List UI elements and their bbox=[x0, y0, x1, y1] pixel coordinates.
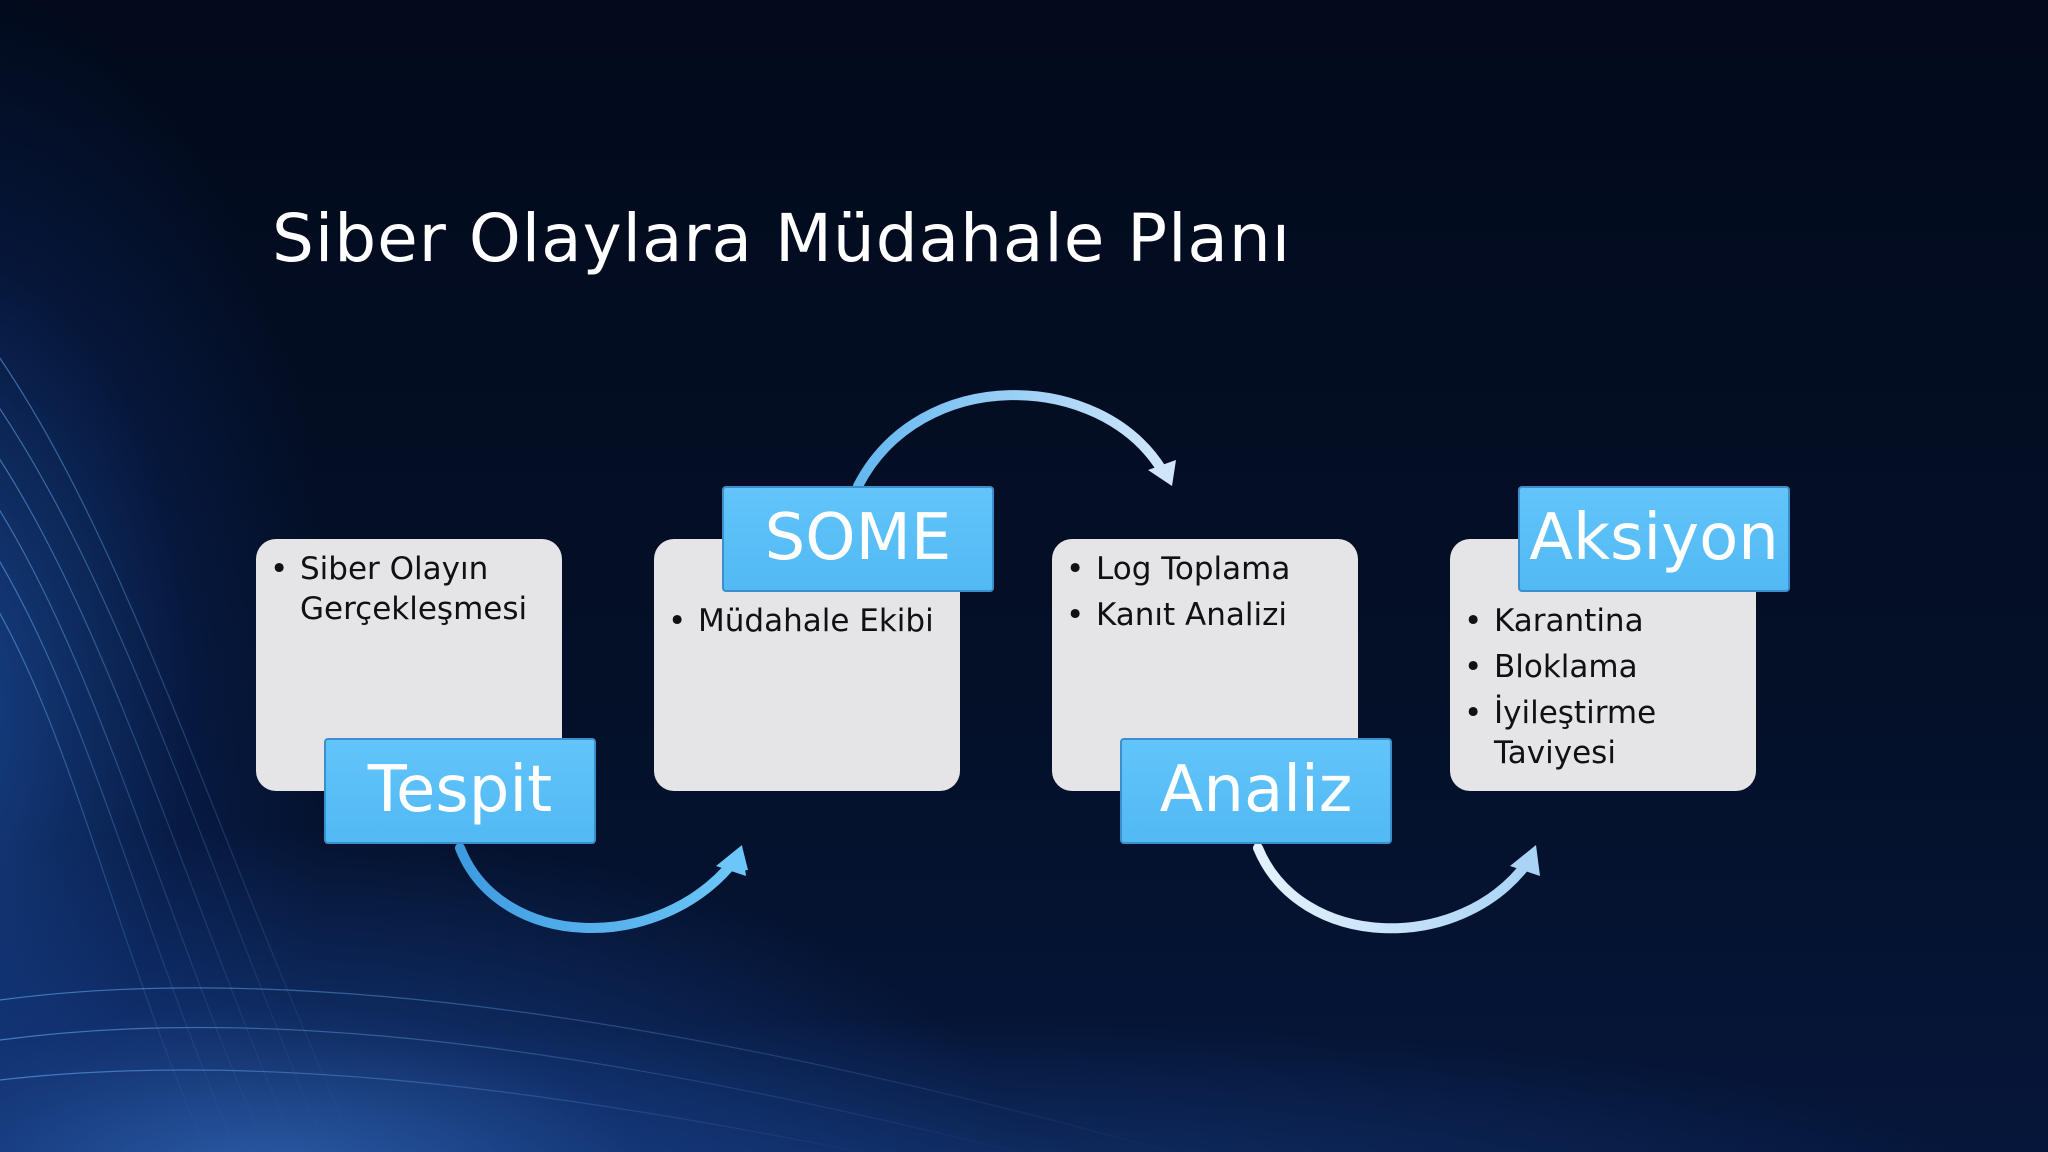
step-items-tespit: Siber Olayın Gerçekleşmesi bbox=[270, 549, 552, 635]
slide-title: Siber Olaylara Müdahale Planı bbox=[272, 200, 1292, 277]
step-label-tespit: Tespit bbox=[324, 738, 596, 844]
step-item: Bloklama bbox=[1464, 647, 1746, 687]
step-items-analiz: Log Toplama Kanıt Analizi bbox=[1066, 549, 1348, 641]
step-item: Siber Olayın Gerçekleşmesi bbox=[270, 549, 530, 629]
step-items-some: Müdahale Ekibi bbox=[668, 601, 950, 647]
step-label-aksiyon: Aksiyon bbox=[1518, 486, 1790, 592]
step-item: Müdahale Ekibi bbox=[668, 601, 950, 641]
step-item: Log Toplama bbox=[1066, 549, 1348, 589]
step-label-analiz: Analiz bbox=[1120, 738, 1392, 844]
step-label-some: SOME bbox=[722, 486, 994, 592]
step-items-aksiyon: Karantina Bloklama İyileştirme Taviyesi bbox=[1464, 601, 1746, 779]
arrow-some-to-analiz bbox=[853, 390, 1176, 491]
step-item: Karantina bbox=[1464, 601, 1746, 641]
step-item: İyileştirme Taviyesi bbox=[1464, 693, 1694, 773]
arrow-tespit-to-some bbox=[455, 843, 748, 933]
arrow-analiz-to-aksiyon bbox=[1253, 843, 1540, 934]
step-item: Kanıt Analizi bbox=[1066, 595, 1348, 635]
